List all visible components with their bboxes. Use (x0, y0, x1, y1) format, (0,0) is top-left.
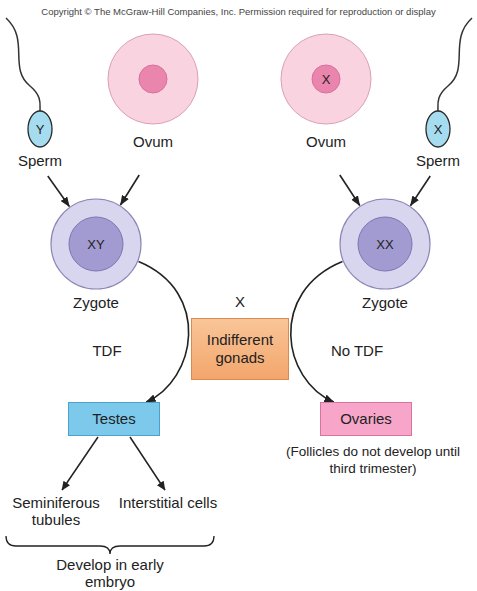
bracket-label: Develop in early embryo (45, 556, 175, 590)
structure-label: Interstitial cells (118, 494, 218, 511)
cell-label: Sperm (0, 152, 86, 170)
cell-label: Zygote (30, 294, 162, 312)
sperm-cell: YSperm (14, 110, 66, 174)
cell-shape: XY (50, 198, 142, 290)
copyright-note: Copyright © The McGraw-Hill Companies, I… (0, 3, 477, 20)
box-label: Testes (92, 410, 135, 428)
chromosome-text: X (322, 72, 331, 87)
note-text: (Follicles do not develop until third tr… (278, 443, 468, 477)
ovum-nucleus (312, 65, 340, 93)
zygote-nucleus (358, 217, 412, 271)
marker-letter: X (228, 293, 252, 310)
edge-label: TDF (82, 342, 132, 359)
structure-label: Seminiferous tubules (6, 494, 106, 528)
box-label: Ovaries (340, 410, 392, 428)
chromosome-label: XY (50, 198, 142, 290)
cell-shape: X (280, 33, 372, 125)
cell-shape: X (425, 110, 451, 148)
sperm-cell: XSperm (412, 110, 464, 174)
ovum-outline (281, 34, 371, 124)
ovaries-box: Ovaries (320, 402, 412, 436)
ovum-cell: XOvum (280, 33, 372, 173)
chromosome-text: X (434, 122, 443, 137)
ovum-cell: Ovum (107, 33, 199, 173)
flow-arrow (120, 175, 139, 205)
flow-arrow (340, 175, 360, 206)
cell-shape (107, 33, 199, 125)
zygote-outline (340, 199, 430, 289)
testes-box: Testes (68, 402, 160, 436)
chromosome-label: Y (27, 110, 53, 148)
zygote-outline (51, 199, 141, 289)
zygote-nucleus (69, 217, 123, 271)
flow-arrow (410, 176, 430, 206)
ovum-nucleus (139, 65, 167, 93)
chromosome-text: XX (376, 237, 393, 252)
zygote-cell: XXZygote (339, 198, 431, 316)
cell-shape: XX (339, 198, 431, 290)
branch-arrow (130, 437, 165, 490)
chromosome-text: XY (87, 237, 104, 252)
cell-shape: Y (27, 110, 53, 148)
cell-label: Ovum (87, 133, 219, 151)
sperm-tail (438, 18, 472, 111)
flow-arrow (139, 262, 189, 402)
ovum-outline (108, 34, 198, 124)
grouping-bracket (6, 536, 214, 554)
zygote-cell: XYZygote (50, 198, 142, 316)
flow-arrow (291, 261, 343, 402)
box-label: Indifferent gonads (198, 331, 282, 367)
sperm-tail (6, 18, 40, 111)
sperm-head (426, 111, 450, 147)
edge-label: No TDF (322, 342, 392, 359)
chromosome-label: XX (339, 198, 431, 290)
cell-label: Ovum (260, 133, 392, 151)
chromosome-label: X (425, 110, 451, 148)
gonad-box: Indifferent gonads (191, 318, 289, 380)
branch-arrow (62, 437, 98, 490)
chromosome-text: Y (36, 122, 45, 137)
cell-label: Zygote (319, 294, 451, 312)
cell-outline (107, 33, 199, 125)
chromosome-label: X (280, 33, 372, 125)
flow-arrow (48, 176, 70, 206)
cell-label: Sperm (392, 152, 477, 170)
sperm-head (28, 111, 52, 147)
